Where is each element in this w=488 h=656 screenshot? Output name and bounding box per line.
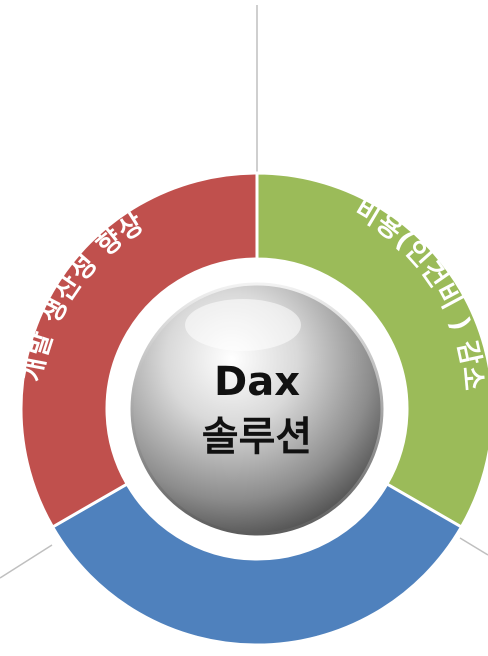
segment-dev-productivity: [19, 171, 259, 530]
segment-project-risk: [50, 481, 464, 647]
segment-cost-reduction: [255, 171, 488, 530]
center-title-line2: 솔루션: [202, 414, 312, 460]
connector-line-left: [0, 544, 53, 579]
center-sphere-highlight: [185, 299, 301, 351]
connector-line-right: [459, 537, 488, 556]
center-title-line1: Dax: [214, 359, 300, 405]
center-sphere: [130, 282, 384, 536]
